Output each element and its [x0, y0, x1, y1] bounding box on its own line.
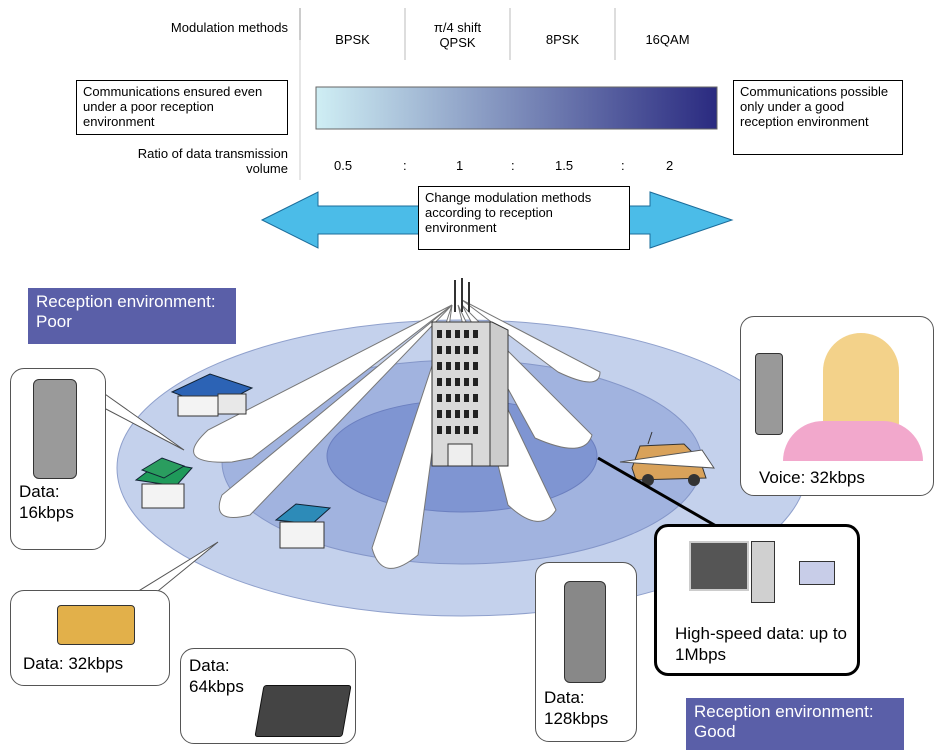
- method-bpsk: BPSK: [335, 32, 370, 47]
- arrow-note: Change modulation methods according to r…: [418, 186, 630, 250]
- mobile-phone-icon: [33, 379, 77, 479]
- desktop-monitor-icon: [689, 541, 749, 591]
- ratio-separator: :: [621, 158, 625, 173]
- ratio-separator: :: [403, 158, 407, 173]
- connection-line: [597, 456, 731, 536]
- quality-gradient-bar: [315, 86, 718, 130]
- ratio-qpsk: 1: [456, 158, 464, 173]
- method-16qam: 16QAM: [645, 32, 690, 47]
- callout-high-speed-data: High-speed data: up to 1Mbps: [654, 524, 860, 676]
- router-icon: [799, 561, 835, 585]
- base-station-tower-icon: [431, 278, 509, 467]
- row-label-ratio: Ratio of data transmission volume: [137, 146, 288, 176]
- label-data-32kbps: Data: 32kbps: [23, 654, 124, 673]
- pda-laptop-icon: [254, 685, 352, 737]
- house-icon: [274, 503, 332, 549]
- label-data-64kbps: Data: 64kbps: [189, 656, 244, 696]
- house-icon: [170, 373, 254, 417]
- ratio-8psk: 1.5: [555, 158, 574, 173]
- callout-data-64kbps: Data: 64kbps: [180, 648, 356, 744]
- label-data-128kbps: Data: 128kbps: [544, 688, 609, 728]
- label-data-16kbps: Data: 16kbps: [19, 482, 74, 522]
- mobile-phone-icon: [755, 353, 783, 435]
- mobile-phone-icon: [564, 581, 606, 683]
- house-icon: [134, 457, 193, 509]
- label-high-speed-data: High-speed data: up to 1Mbps: [675, 624, 848, 664]
- ratio-separator: :: [511, 158, 515, 173]
- env-good-label: Reception environment: Good: [686, 698, 904, 750]
- label-voice: Voice: 32kbps: [759, 468, 865, 487]
- callout-data-128kbps: Data: 128kbps: [535, 562, 637, 742]
- method-8psk: 8PSK: [545, 32, 580, 47]
- callout-data-32kbps: Data: 32kbps: [10, 590, 170, 686]
- callout-voice: Voice: 32kbps: [740, 316, 934, 496]
- method-qpsk: π/4 shift QPSK: [433, 20, 482, 50]
- note-poor-environment: Communications ensured even under a poor…: [76, 80, 288, 135]
- ratio-16qam: 2: [666, 158, 674, 173]
- pc-tower-icon: [751, 541, 775, 603]
- ratio-bpsk: 0.5: [334, 158, 353, 173]
- video-camera-icon: [57, 605, 135, 645]
- env-poor-label: Reception environment: Poor: [28, 288, 236, 344]
- operator-shoulders-icon: [783, 421, 923, 461]
- callout-data-16kbps: Data: 16kbps: [10, 368, 106, 550]
- row-label-modulation: Modulation methods: [170, 20, 288, 35]
- note-good-environment: Communications possible only under a goo…: [733, 80, 903, 155]
